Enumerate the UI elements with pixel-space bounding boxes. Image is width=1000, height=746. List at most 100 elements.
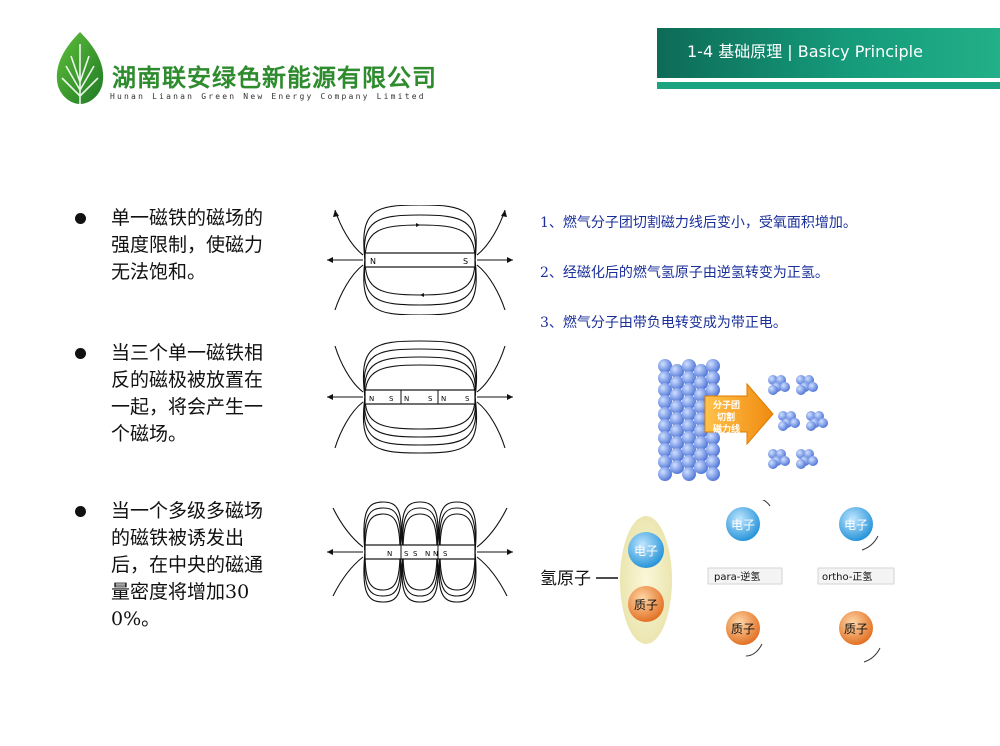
molecule-sphere: [670, 364, 684, 378]
proton-label: 质子: [844, 622, 868, 636]
molecule-sphere: [806, 421, 816, 431]
molecule-sphere: [658, 467, 672, 481]
ortho-proton-ball: [839, 611, 873, 645]
molecule-sphere: [682, 395, 696, 409]
molecule-sphere: [658, 443, 672, 457]
molecule-sphere: [706, 359, 720, 373]
molecule-sphere: [682, 371, 696, 385]
molecule-sphere: [706, 383, 720, 397]
molecule-sphere: [796, 459, 806, 469]
molecule-sphere: [670, 400, 684, 414]
electron-label: 电子: [634, 544, 658, 558]
molecule-sphere: [670, 424, 684, 438]
molecule-sphere: [658, 431, 672, 445]
proton-label: 质子: [634, 598, 658, 612]
molecule-sphere: [670, 436, 684, 450]
molecule-sphere: [694, 376, 708, 390]
para-electron-ball: [726, 507, 760, 541]
section-title: 1-4 基础原理 | Basicy Principle: [687, 42, 923, 61]
electron-ball: [628, 532, 664, 568]
ortho-hydrogen-label: ortho-正氢: [822, 570, 872, 583]
molecule-sphere: [694, 448, 708, 462]
bullet-dot-icon: [75, 348, 86, 359]
molecule-sphere: [658, 371, 672, 385]
magnet-pole-label: N: [387, 550, 392, 558]
molecule-sphere: [670, 412, 684, 426]
molecule-sphere: [670, 388, 684, 402]
molecule-sphere: [682, 359, 696, 373]
molecule-sphere: [682, 467, 696, 481]
molecule-sphere: [808, 382, 818, 392]
molecule-sphere: [778, 421, 788, 431]
magnet-pole-label: N: [433, 550, 438, 558]
bullet-text: 当一个多级多磁场的磁铁被诱发出后，在中央的磁通量密度将增加300%。: [111, 500, 264, 630]
para-proton-ball: [726, 611, 760, 645]
molecule-sphere: [768, 459, 778, 469]
molecule-sphere: [682, 443, 696, 457]
arrow-label: 分子团: [713, 399, 740, 411]
hydrogen-atom-label: 氢原子: [540, 569, 591, 589]
molecule-cluster-diagram: 分子团 切割 磁力线: [658, 359, 828, 481]
electron-label: 电子: [731, 518, 755, 532]
molecule-sphere: [706, 467, 720, 481]
magnet-pole-label: S: [428, 395, 433, 403]
molecule-sphere: [790, 418, 800, 428]
spin-arrow-icon: [745, 643, 763, 657]
single-magnet-field-diagram: N S: [327, 205, 513, 315]
magnet-pole-label: N: [370, 257, 376, 266]
para-hydrogen-label: para-逆氢: [714, 570, 760, 583]
molecule-sphere: [682, 407, 696, 421]
company-name-cn: 湖南联安绿色新能源有限公司: [112, 63, 437, 92]
proton-ball: [628, 586, 664, 622]
effect-item: 2、经磁化后的燃气氢原子由逆氢转变为正氢。: [540, 265, 829, 281]
cut-arrow-icon: [704, 382, 774, 446]
spin-arrow-icon: [863, 647, 881, 663]
molecule-sphere: [682, 419, 696, 433]
bullet-text: 当三个单一磁铁相反的磁极被放置在一起，将会产生一个磁场。: [111, 342, 264, 445]
ortho-electron-ball: [839, 507, 873, 541]
molecule-sphere: [658, 407, 672, 421]
magnet-pole-label: S: [404, 550, 409, 558]
molecule-sphere: [694, 460, 708, 474]
molecule-sphere: [780, 382, 790, 392]
proton-label: 质子: [731, 622, 755, 636]
molecule-sphere: [682, 455, 696, 469]
magnet-pole-label: N: [425, 550, 430, 558]
spin-arrow-icon: [762, 500, 771, 507]
arrow-label: 磁力线: [713, 423, 740, 435]
molecule-sphere: [658, 455, 672, 469]
magnet-pole-label: N: [441, 395, 446, 403]
magnet-pole-label: S: [465, 395, 470, 403]
molecule-sphere: [768, 385, 778, 395]
molecule-sphere: [658, 395, 672, 409]
leaf-logo-icon: [56, 32, 104, 104]
bullet-text: 单一磁铁的磁场的强度限制，使磁力无法饱和。: [111, 207, 264, 283]
bullet-dot-icon: [75, 213, 86, 224]
molecule-sphere: [706, 431, 720, 445]
molecule-sphere: [808, 456, 818, 466]
molecule-sphere: [706, 443, 720, 457]
banner-underline: [657, 82, 1000, 89]
molecule-sphere: [682, 431, 696, 445]
magnet-pole-label: N: [404, 395, 409, 403]
magnet-pole-label: N: [369, 395, 374, 403]
section-banner: 1-4 基础原理 | Basicy Principle: [657, 28, 1000, 78]
magnet-pole-label: S: [389, 395, 394, 403]
molecule-sphere: [818, 418, 828, 428]
small-molecule-clusters: [768, 375, 828, 469]
molecule-sphere: [670, 460, 684, 474]
molecule-sphere: [706, 371, 720, 385]
molecule-sphere: [658, 383, 672, 397]
effect-item: 1、燃气分子团切割磁力线后变小，受氧面积增加。: [540, 215, 857, 231]
magnet-pole-label: S: [463, 257, 468, 266]
company-logo: 湖南联安绿色新能源有限公司 Hunan Lianan Green New Ene…: [52, 30, 452, 110]
molecule-sphere: [658, 359, 672, 373]
molecule-sphere: [694, 364, 708, 378]
arrow-label: 切割: [717, 411, 735, 423]
molecule-sphere: [796, 385, 806, 395]
company-name-en: Hunan Lianan Green New Energy Company Li…: [110, 92, 426, 101]
molecule-sphere: [670, 376, 684, 390]
bullet-dot-icon: [75, 506, 86, 517]
magnet-pole-label: S: [443, 550, 448, 558]
multipole-magnet-field-diagram: N S S N N S: [327, 501, 513, 603]
